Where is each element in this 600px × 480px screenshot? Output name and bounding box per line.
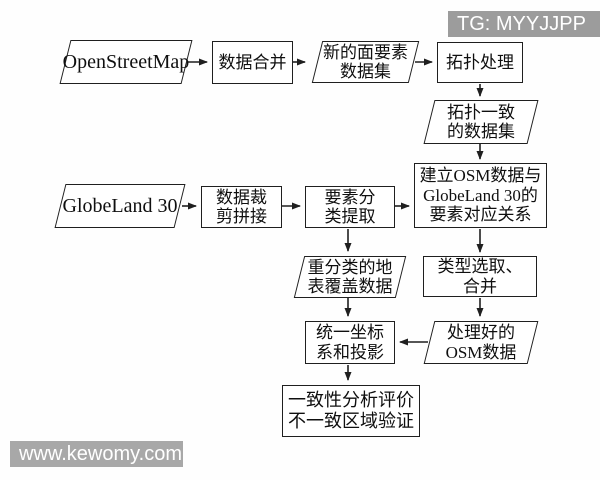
node-label-line: GlobeLand 30 — [62, 194, 178, 217]
node-label-line: OSM数据 — [445, 342, 517, 362]
node-label-line: 数据裁 — [216, 187, 267, 207]
node-label-line: 要素对应关系 — [429, 205, 532, 225]
node-globeland30: GlobeLand 30 — [53, 184, 187, 228]
node-label-line: 合并 — [463, 276, 497, 296]
node-label-line: 拓扑处理 — [446, 52, 514, 72]
node-topology-consistent-dataset: 拓扑一致 的数据集 — [422, 100, 540, 144]
node-label-line: 不一致区域验证 — [288, 411, 414, 431]
node-label-line: 新的面要素 — [323, 42, 408, 62]
node-label-line: 拓扑一致 — [447, 102, 515, 122]
node-label-line: 类型选取、 — [437, 257, 523, 277]
node-label-line: 的数据集 — [447, 122, 515, 141]
node-label-line: 数据合并 — [218, 52, 287, 72]
site-watermark-text: www.kewomy.com — [19, 442, 182, 465]
node-type-select-merge: 类型选取、 合并 — [423, 256, 537, 297]
node-label-line: 数据集 — [340, 62, 391, 81]
node-label-line: 要素分 — [324, 187, 376, 207]
node-processed-osm-data: 处理好的 OSM数据 — [422, 321, 540, 364]
node-topology-process: 拓扑处理 — [437, 42, 523, 83]
node-label-line: OpenStreetMap — [62, 50, 190, 73]
node-consistency-analysis: 一致性分析评价 不一致区域验证 — [282, 385, 420, 437]
telegram-badge-text: TG: MYYJJPP — [457, 12, 586, 35]
node-label-line: 处理好的 — [447, 323, 515, 343]
node-feature-class-extract: 要素分 类提取 — [305, 186, 395, 228]
node-label-line: 统一坐标 — [316, 323, 384, 343]
node-label-line: 一致性分析评价 — [288, 390, 414, 411]
site-watermark: www.kewomy.com — [10, 441, 183, 467]
node-build-correspondence: 建立OSM数据与 GlobeLand 30的 要素对应关系 — [414, 163, 547, 228]
node-label-line: 建立OSM数据与 — [419, 166, 542, 186]
node-unify-crs-projection: 统一坐标 系和投影 — [305, 321, 395, 364]
node-label-line: 剪拼接 — [216, 207, 267, 226]
node-label-line: 表覆盖数据 — [307, 277, 393, 296]
node-openstreetmap: OpenStreetMap — [58, 40, 194, 84]
node-label-line: 重分类的地 — [307, 257, 393, 277]
telegram-badge: TG: MYYJJPP — [448, 11, 600, 37]
node-label-line: 系和投影 — [316, 342, 384, 362]
node-label-line: 类提取 — [324, 207, 376, 226]
node-reclassified-landcover: 重分类的地 表覆盖数据 — [292, 256, 408, 298]
node-data-clip-mosaic: 数据裁 剪拼接 — [201, 186, 282, 228]
node-data-merge: 数据合并 — [212, 41, 293, 84]
node-new-polygon-dataset: 新的面要素 数据集 — [310, 41, 421, 83]
node-label-line: GlobeLand 30的 — [423, 185, 538, 205]
